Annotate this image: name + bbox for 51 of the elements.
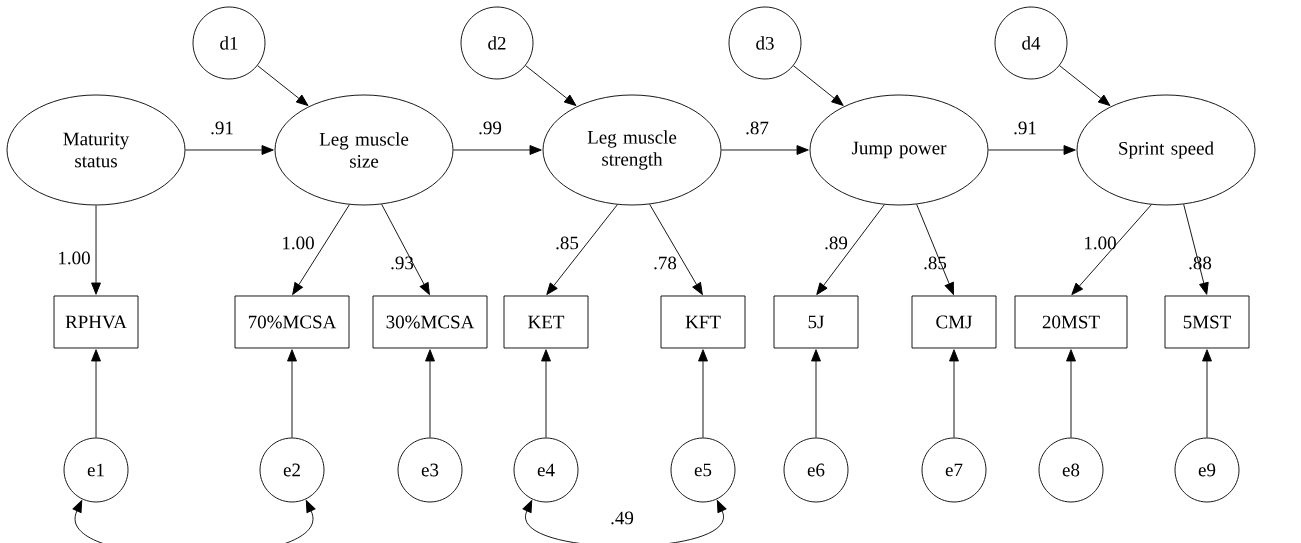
arrow [91, 205, 101, 295]
arrow [793, 65, 844, 106]
edge-label: 1.00 [283, 236, 314, 250]
arrow [425, 349, 435, 438]
edge-label: .85 [924, 256, 947, 270]
arrow [1202, 349, 1212, 438]
indicator-box: KET [503, 295, 589, 349]
indicator-box: KFT [660, 295, 746, 349]
arrow [541, 349, 551, 438]
arrow [381, 203, 430, 295]
edge-label: .99 [479, 121, 502, 135]
arrow [811, 349, 821, 438]
arrow [546, 204, 618, 295]
arrow [91, 349, 101, 438]
edge-label: .93 [391, 256, 414, 270]
arrow [1059, 65, 1111, 106]
arrow [525, 65, 577, 106]
arrow [988, 145, 1076, 155]
indicator-box: 20MST [1014, 295, 1128, 349]
arrow [649, 203, 703, 295]
arrow [185, 145, 274, 155]
arrow [1066, 349, 1076, 438]
edge-label: 1.00 [59, 251, 90, 265]
edge-label: .85 [556, 236, 579, 250]
edge-label: .89 [825, 236, 848, 250]
edge-label: .91 [1014, 121, 1036, 135]
edge-label: .49 [611, 511, 634, 525]
arrow [1071, 204, 1152, 296]
indicator-box: 70%MCSA [234, 295, 350, 349]
edge-label: .78 [654, 256, 677, 270]
indicator-box: 5J [773, 295, 859, 349]
arrow [257, 65, 309, 106]
edge-label: .91 [211, 121, 233, 135]
indicator-box: 30%MCSA [372, 295, 488, 349]
arrow [816, 204, 885, 295]
indicator-box: CMJ [911, 295, 997, 349]
arrow [292, 204, 350, 295]
arrow [721, 145, 809, 155]
indicator-box: 5MST [1164, 295, 1250, 349]
arrow [949, 349, 959, 438]
indicator-box: RPHVA [53, 295, 139, 349]
arrow [698, 349, 708, 438]
arrow [1183, 203, 1209, 295]
covariance-arrow [72, 500, 316, 543]
edge-label: .88 [1189, 256, 1212, 270]
edge-label: .87 [746, 121, 769, 135]
arrow [287, 349, 297, 438]
arrow [916, 203, 954, 295]
edge-label: 1.00 [1085, 236, 1116, 250]
covariance-arrow [522, 500, 727, 543]
arrow [453, 145, 542, 155]
